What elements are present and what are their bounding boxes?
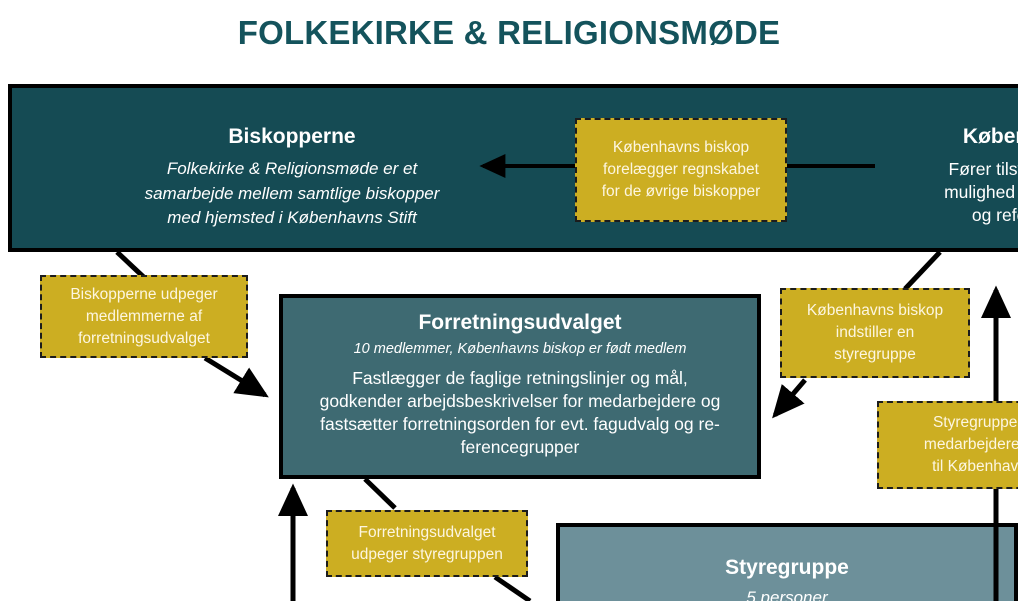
note-styregruppen-medarbejdere-line-3: til København [932,458,1018,475]
note-udpeger-medlemmer-line-2: medlemmerne af [85,307,203,325]
note-indstiller-styregruppe-line-2: indstiller en [835,324,915,341]
forretningsudvalget-body-line-1: Fastlægger de faglige retningslinjer og … [352,367,688,388]
styregruppe-title: Styregruppe [725,556,849,579]
biskopperne-subtitle-line-1: Folkekirke & Religionsmøde er et [166,159,418,179]
forretningsudvalget-body-line-2: godkender arbejdsbeskrivelser for medarb… [319,390,721,411]
forretningsudvalget-body-line-4: ferencegrupper [460,437,580,458]
panel-forretningsudvalget: Forretningsudvalget 10 medlemmer, Københ… [279,294,761,479]
arrow-udpeger-note-to-forretningsudvalget [203,355,269,398]
note-styregruppen-medarbejdere: Styregruppen medarbejdere til til Københ… [877,401,1018,489]
panel-styregruppe: Styregruppe 5 personer [556,523,1018,601]
arrow-udpeger-styregruppen-note-to-styregruppe [493,574,532,601]
note-styregruppen-medarbejdere-line-2: medarbejdere til [923,436,1018,453]
note-indstiller-styregruppe-line-3: styregruppe [834,346,916,363]
note-regnskab-line-2: forelægger regnskabet [603,161,759,178]
koebenhavn-column-line-3: og refer [971,205,1018,226]
note-fu-udpeger-styregruppen: Forretningsudvalget udpeger styregruppen [326,510,528,577]
koebenhavn-column-title: Københ [962,125,1018,148]
forretningsudvalget-body-line-3: fastsætter forretningsorden for evt. fag… [320,413,720,434]
forretningsudvalget-title: Forretningsudvalget [418,311,622,334]
arrow-biskopperne-to-indstiller-note [903,250,942,291]
note-fu-udpeger-styregruppen-line-2: udpeger styregruppen [351,545,503,563]
note-fu-udpeger-styregruppen-line-1: Forretningsudvalget [358,523,496,541]
page-title: FOLKEKIRKE & RELIGIONSMØDE [237,14,781,51]
note-udpeger-medlemmer-line-1: Biskopperne udpeger [70,285,218,303]
styregruppe-subtitle: 5 personer [746,588,828,601]
note-styregruppen-medarbejdere-line-1: Styregruppen [932,414,1018,431]
koebenhavn-column-line-2: mulighed for at [944,182,1018,203]
koebenhavn-column-line-1: Fører tilsyn m [948,159,1018,180]
note-indstiller-styregruppe: Københavns biskop indstiller en styregru… [780,288,970,378]
biskopperne-subtitle-line-3: med hjemsted i Københavns Stift [167,208,417,228]
forretningsudvalget-subtitle: 10 medlemmer, Københavns biskop er født … [353,341,687,358]
note-regnskab: Københavns biskop forelægger regnskabet … [575,118,787,222]
arrow-fu-to-udpeger-styregruppen-note [363,477,397,510]
note-indstiller-styregruppe-line-1: Københavns biskop [806,302,944,319]
note-regnskab-line-3: for de øvrige biskopper [601,183,761,200]
arrow-indstiller-note-to-forretningsudvalget [772,378,807,419]
biskopperne-title: Biskopperne [228,125,356,148]
panel-biskopperne: Biskopperne Folkekirke & Religionsmøde e… [8,84,1018,252]
note-regnskab-line-1: Københavns biskop [612,139,750,156]
note-udpeger-medlemmer-line-3: forretningsudvalget [78,329,210,347]
biskopperne-subtitle-line-2: samarbejde mellem samtlige biskopper [144,183,440,203]
note-udpeger-medlemmer: Biskopperne udpeger medlemmerne af forre… [40,275,248,358]
